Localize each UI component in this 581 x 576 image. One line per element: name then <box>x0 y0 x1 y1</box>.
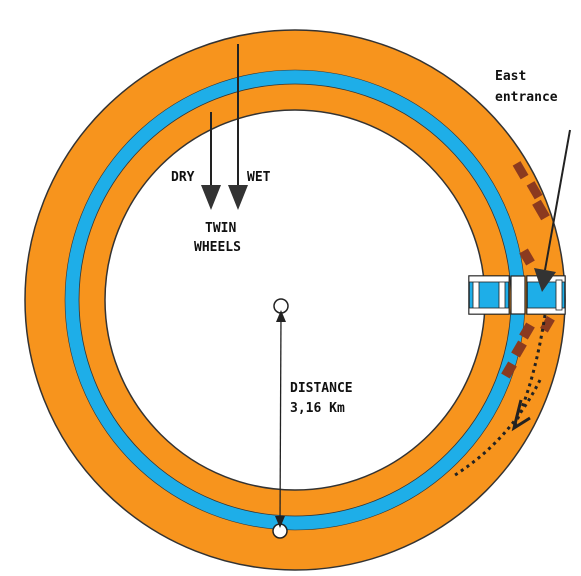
distance-label-line1: DISTANCE <box>290 381 353 396</box>
outer-track-ring <box>24 29 566 571</box>
east-entrance-arrow <box>534 129 571 292</box>
twin-wheels-label-line1: TWIN <box>205 221 236 236</box>
east-gate <box>468 275 566 315</box>
wet-arrow <box>228 44 248 210</box>
distance-measure <box>272 298 289 539</box>
dry-arrow <box>201 112 221 210</box>
dry-label: DRY <box>171 170 195 185</box>
twin-wheels-label-line2: WHEELS <box>194 240 241 255</box>
wet-label: WET <box>247 170 271 185</box>
exit-arrow <box>511 399 531 432</box>
east-entrance-label-line1: East <box>495 69 526 84</box>
distance-label-line2: 3,16 Km <box>290 401 345 416</box>
building-markers <box>501 161 555 379</box>
exit-paths <box>454 314 547 477</box>
east-entrance-label-line2: entrance <box>495 90 558 105</box>
